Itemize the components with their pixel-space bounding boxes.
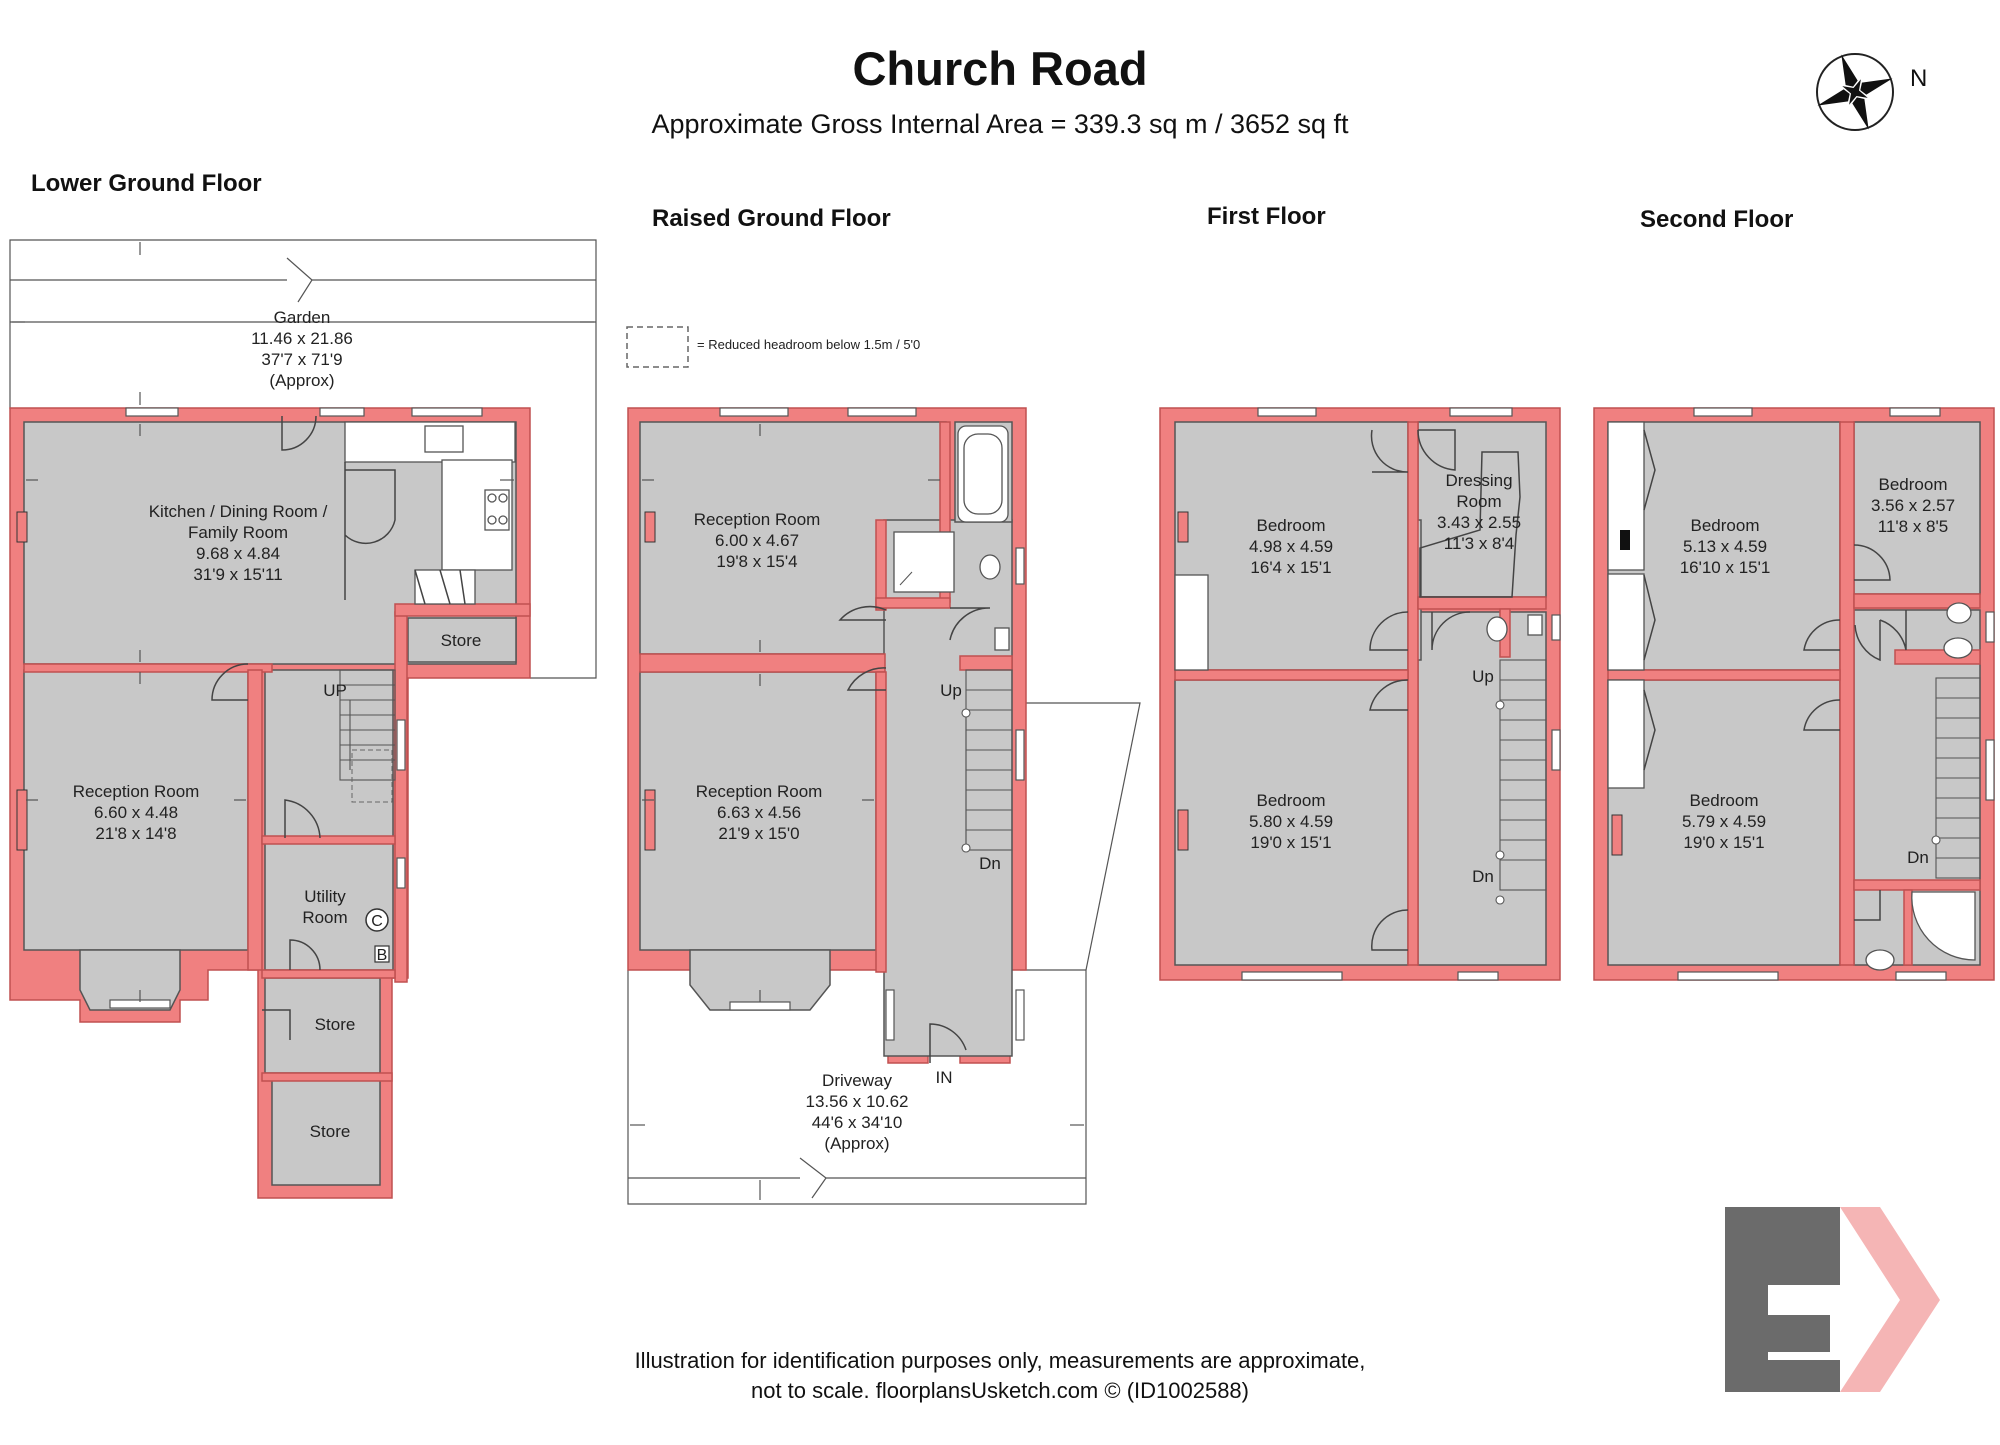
room-ff-bedroom-1-imperial: 16'4 x 15'1 [1250,558,1331,577]
room-rg-reception-2-metric: 6.63 x 4.56 [717,803,801,822]
compass-icon [1816,53,1894,131]
lower-ground-floor [9,239,597,1199]
room-ff-bedroom-1-metric: 4.98 x 4.59 [1249,537,1333,556]
room-sf-bedroom-small-metric: 3.56 x 2.57 [1871,496,1955,515]
room-sf-bedroom-small-name: Bedroom [1879,475,1948,494]
ff-stairs-up-label: Up [1472,667,1494,686]
room-garden-metric: 11.46 x 21.86 [251,329,353,348]
room-kitchen-name: Kitchen / Dining Room / [149,502,328,521]
sf-stairs-dn-label: Dn [1907,848,1929,867]
room-dressing-imperial: 11'3 x 8'4 [1444,534,1514,553]
room-kitchen-metric: 9.68 x 4.84 [196,544,280,563]
first-floor [1159,407,1561,981]
room-lg-store-3: Store [310,1122,351,1141]
room-garden-approx: (Approx) [269,371,334,390]
room-dressing-metric: 3.43 x 2.55 [1437,513,1521,532]
room-lg-reception-imperial: 21'8 x 14'8 [95,824,176,843]
legend-text: = Reduced headroom below 1.5m / 5'0 [697,337,920,352]
footer-disclaimer-line-1: Illustration for identification purposes… [635,1348,1366,1373]
page-subtitle: Approximate Gross Internal Area = 339.3 … [651,109,1349,139]
room-ff-bedroom-1-name: Bedroom [1257,516,1326,535]
room-kitchen-imperial: 31'9 x 15'11 [193,565,282,584]
room-lg-reception-name: Reception Room [73,782,200,801]
room-ff-bedroom-2-imperial: 19'0 x 15'1 [1250,833,1331,852]
room-ff-bedroom-2-metric: 5.80 x 4.59 [1249,812,1333,831]
room-utility-name: Utility [304,887,346,906]
room-dressing-name: Dressing [1445,471,1512,490]
room-lg-store-2: Store [315,1015,356,1034]
room-garden-imperial: 37'7 x 71'9 [261,350,342,369]
legend-swatch [626,326,689,368]
ff-stairs-dn-label: Dn [1472,867,1494,886]
room-sf-bedroom-1-imperial: 16'10 x 15'1 [1680,558,1771,577]
floor-label-lower-ground: Lower Ground Floor [31,170,262,197]
floor-label-raised-ground: Raised Ground Floor [652,205,891,232]
room-driveway-approx: (Approx) [824,1134,889,1153]
room-garden-name: Garden [274,308,331,327]
room-dressing-name-2: Room [1456,492,1501,511]
room-sf-bedroom-2-name: Bedroom [1690,791,1759,810]
second-floor [1593,407,1995,981]
rg-stairs-dn-label: Dn [979,854,1001,873]
brand-logo [1725,1207,1940,1392]
room-driveway-metric: 13.56 x 10.62 [805,1092,908,1111]
room-lg-reception-metric: 6.60 x 4.48 [94,803,178,822]
room-ff-bedroom-2-name: Bedroom [1257,791,1326,810]
room-sf-bedroom-1-metric: 5.13 x 4.59 [1683,537,1767,556]
room-utility-name-2: Room [302,908,347,927]
room-rg-reception-1-name: Reception Room [694,510,821,529]
floor-label-second: Second Floor [1640,206,1793,233]
boiler-c-label: C [371,913,383,930]
compass-label: N [1910,65,1927,92]
stairs-up-label: UP [323,681,347,700]
boiler-b-label: B [377,947,388,964]
room-lg-store-1: Store [441,631,482,650]
room-rg-reception-1-metric: 6.00 x 4.67 [715,531,799,550]
room-kitchen-name-2: Family Room [188,523,288,542]
raised-ground-floor [627,407,1141,1205]
room-rg-reception-2-name: Reception Room [696,782,823,801]
footer-disclaimer-line-2: not to scale. floorplansUsketch.com © (I… [751,1378,1249,1403]
rg-stairs-up-label: Up [940,681,962,700]
room-driveway-imperial: 44'6 x 34'10 [812,1113,903,1132]
room-driveway-name: Driveway [822,1071,892,1090]
room-sf-bedroom-2-imperial: 19'0 x 15'1 [1683,833,1764,852]
room-rg-reception-2-imperial: 21'9 x 15'0 [718,824,799,843]
entrance-in-label: IN [936,1068,953,1087]
room-rg-reception-1-imperial: 19'8 x 15'4 [716,552,797,571]
room-sf-bedroom-2-metric: 5.79 x 4.59 [1682,812,1766,831]
page-title: Church Road [852,42,1147,95]
floor-label-first: First Floor [1207,203,1326,230]
room-sf-bedroom-small-imperial: 11'8 x 8'5 [1878,517,1948,536]
room-sf-bedroom-1-name: Bedroom [1691,516,1760,535]
